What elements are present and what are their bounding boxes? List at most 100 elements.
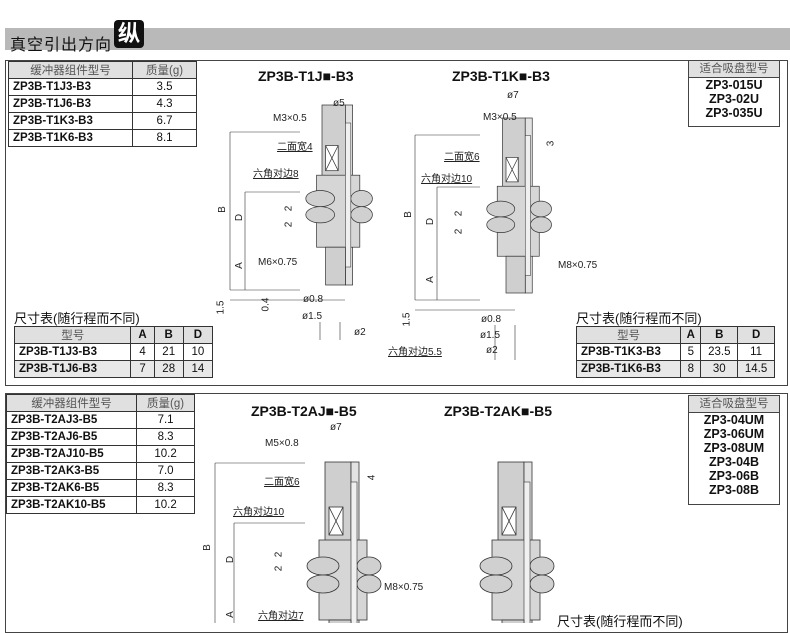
suitable-pads-t1: 适合吸盘型号 ZP3-015U ZP3-02U ZP3-035U bbox=[688, 60, 780, 127]
a-cell: 4 bbox=[130, 343, 155, 361]
dim-label: M5×0.8 bbox=[265, 438, 299, 449]
suitable-item: ZP3-08UM bbox=[703, 441, 765, 455]
drawing-t2aj bbox=[214, 461, 382, 623]
dim-label: ø2 bbox=[354, 327, 366, 338]
dim-label: 六角对边8 bbox=[253, 169, 299, 180]
col-header: B bbox=[700, 326, 739, 344]
col-header: 缓冲器组件型号 bbox=[5, 394, 138, 412]
suitable-item: ZP3-015U bbox=[705, 78, 763, 92]
suitable-item: ZP3-02U bbox=[708, 92, 760, 106]
dim-table-title: 尺寸表(随行程而不同) bbox=[14, 311, 140, 326]
col-header: B bbox=[153, 326, 184, 344]
dim-label: D bbox=[225, 555, 237, 564]
dim-label: ø5 bbox=[333, 98, 345, 109]
dim-label: 1.5 bbox=[401, 312, 413, 327]
model-cell: ZP3B-T1J6-B3 bbox=[7, 95, 134, 113]
dim-label: M8×0.75 bbox=[558, 260, 598, 271]
model-cell: ZP3B-T1K6-B3 bbox=[7, 129, 134, 147]
dim-label: ø1.5 bbox=[302, 311, 323, 322]
model-cell: ZP3B-T2AJ3-B5 bbox=[5, 411, 138, 429]
col-header: 型号 bbox=[575, 326, 682, 344]
dim-table-title: 尺寸表(随行程而不同) bbox=[576, 311, 702, 326]
dim-label: 六角对边10 bbox=[421, 174, 473, 185]
col-header: 缓冲器组件型号 bbox=[7, 61, 134, 79]
model-cell: ZP3B-T2AK6-B5 bbox=[5, 479, 138, 497]
col-header: 质量(g) bbox=[136, 394, 195, 412]
dim-label: 二面宽6 bbox=[264, 477, 300, 488]
mass-cell: 10.2 bbox=[136, 445, 195, 463]
drawing-t1j bbox=[229, 104, 373, 340]
dim-label: B bbox=[402, 211, 414, 218]
dim-label: 2 bbox=[453, 228, 465, 235]
mass-cell: 8.3 bbox=[136, 479, 195, 497]
a-cell: 7 bbox=[130, 360, 155, 378]
section-header-bar bbox=[5, 28, 790, 50]
dim-label: B bbox=[201, 544, 213, 551]
a-cell: 5 bbox=[680, 343, 702, 361]
dim-label: A bbox=[224, 611, 236, 618]
d-cell: 14 bbox=[182, 360, 214, 378]
drawing-title: ZP3B-T1K■-B3 bbox=[452, 68, 550, 84]
mass-cell: 7.0 bbox=[136, 462, 195, 480]
dim-label: 2 bbox=[283, 205, 295, 212]
mass-cell: 8.1 bbox=[132, 129, 197, 147]
model-cell: ZP3B-T2AJ10-B5 bbox=[5, 445, 138, 463]
suitable-item: ZP3-035U bbox=[705, 106, 763, 120]
direction-badge: 纵 bbox=[114, 20, 144, 48]
dim-label: D bbox=[234, 213, 246, 222]
model-cell: ZP3B-T1K6-B3 bbox=[575, 360, 682, 378]
dim-label: 六角对边10 bbox=[233, 507, 285, 518]
dim-label: 1.5 bbox=[215, 300, 227, 315]
col-header: 质量(g) bbox=[132, 61, 197, 79]
dim-label: 二面宽4 bbox=[277, 142, 313, 153]
mass-cell: 3.5 bbox=[132, 78, 197, 96]
dim-label: M6×0.75 bbox=[258, 257, 298, 268]
dim-label: 六角对边5.5 bbox=[388, 347, 442, 358]
suitable-item: ZP3-08B bbox=[708, 483, 760, 497]
section-title: 真空引出方向 bbox=[10, 37, 113, 54]
mass-cell: 8.3 bbox=[136, 428, 195, 446]
drawing-title: ZP3B-T2AK■-B5 bbox=[444, 403, 553, 419]
model-cell: ZP3B-T1J3-B3 bbox=[13, 343, 132, 361]
suitable-item: ZP3-04B bbox=[708, 455, 760, 469]
model-cell: ZP3B-T2AK10-B5 bbox=[5, 496, 138, 514]
mass-cell: 10.2 bbox=[136, 496, 195, 514]
dim-label: ø0.8 bbox=[303, 294, 324, 305]
mass-cell: 6.7 bbox=[132, 112, 197, 130]
col-header: D bbox=[737, 326, 775, 344]
dim-label: M8×0.75 bbox=[384, 582, 424, 593]
col-header: 型号 bbox=[13, 326, 132, 344]
dim-label: ø0.8 bbox=[481, 314, 502, 325]
dim-label: 2 bbox=[283, 221, 295, 228]
dim-label: ø7 bbox=[330, 422, 342, 433]
suitable-item: ZP3-06B bbox=[708, 469, 760, 483]
dim-label: 二面宽6 bbox=[444, 152, 480, 163]
dim-label: ø2 bbox=[486, 345, 498, 356]
drawing-title: ZP3B-T1J■-B3 bbox=[258, 68, 354, 84]
dim-label: 3 bbox=[545, 140, 557, 147]
suitable-item: ZP3-06UM bbox=[703, 427, 765, 441]
model-cell: ZP3B-T1J6-B3 bbox=[13, 360, 132, 378]
col-header: A bbox=[130, 326, 155, 344]
b-cell: 21 bbox=[153, 343, 184, 361]
dim-label: 2 bbox=[453, 210, 465, 217]
dim-label: M3×0.5 bbox=[483, 112, 517, 123]
d-cell: 11 bbox=[737, 343, 775, 361]
b-cell: 28 bbox=[153, 360, 184, 378]
col-header: D bbox=[182, 326, 214, 344]
